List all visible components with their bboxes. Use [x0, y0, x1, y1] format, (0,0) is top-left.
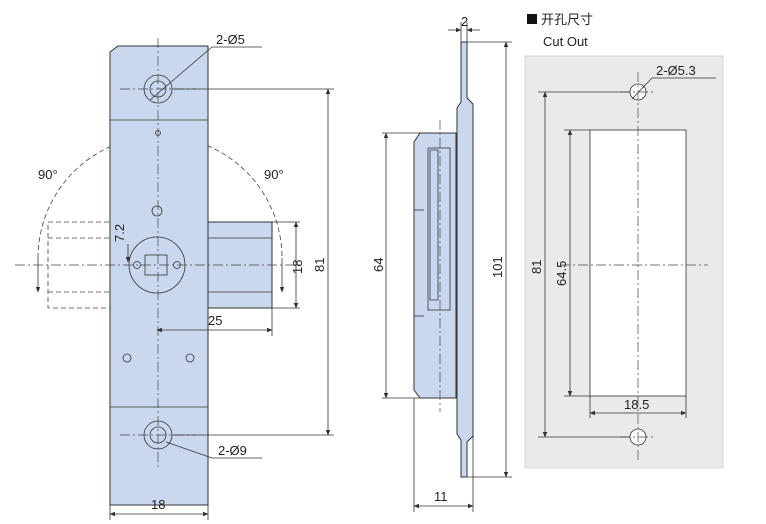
side-flange — [456, 41, 474, 478]
dim-hole-pitch: 81 — [529, 260, 544, 274]
front-view: 2-Ø5 2-Ø9 90° 90° 7.2 18 81 25 18 — [15, 32, 334, 520]
lock-plate — [109, 45, 209, 506]
cutout-title-cn: 开孔尺寸 — [541, 12, 593, 27]
rivet-left — [122, 353, 132, 363]
rivet-right — [185, 353, 195, 363]
cutout-title-en: Cut Out — [543, 34, 588, 49]
swing-arc — [37, 135, 283, 259]
dim-side-total: 101 — [490, 256, 505, 278]
cutout-view: 开孔尺寸 Cut Out 2-Ø5.3 81 64.5 18.5 — [524, 12, 724, 469]
cutout-title-square — [527, 14, 537, 24]
dim-spindle-offset: 7.2 — [112, 224, 127, 242]
small-hole — [151, 205, 163, 217]
dim-case-height: 64 — [371, 258, 386, 272]
top-hole-label: 2-Ø5 — [216, 32, 245, 47]
angle-right-label: 90° — [264, 167, 284, 182]
dim-plate-width: 18 — [151, 497, 165, 512]
dim-flange-thickness: 2 — [461, 14, 468, 29]
side-view: 2 64 101 11 — [371, 14, 512, 512]
dim-bolt-height: 18 — [290, 260, 305, 274]
angle-left-label: 90° — [38, 167, 58, 182]
dim-slot-width: 18.5 — [624, 397, 649, 412]
dim-total-height: 81 — [312, 258, 327, 272]
dim-bolt-throw: 25 — [208, 313, 222, 328]
dim-slot-height: 64.5 — [554, 261, 569, 286]
dim-depth: 11 — [434, 489, 448, 504]
bottom-hole-label: 2-Ø9 — [218, 443, 247, 458]
cutout-hole-label: 2-Ø5.3 — [656, 63, 696, 78]
